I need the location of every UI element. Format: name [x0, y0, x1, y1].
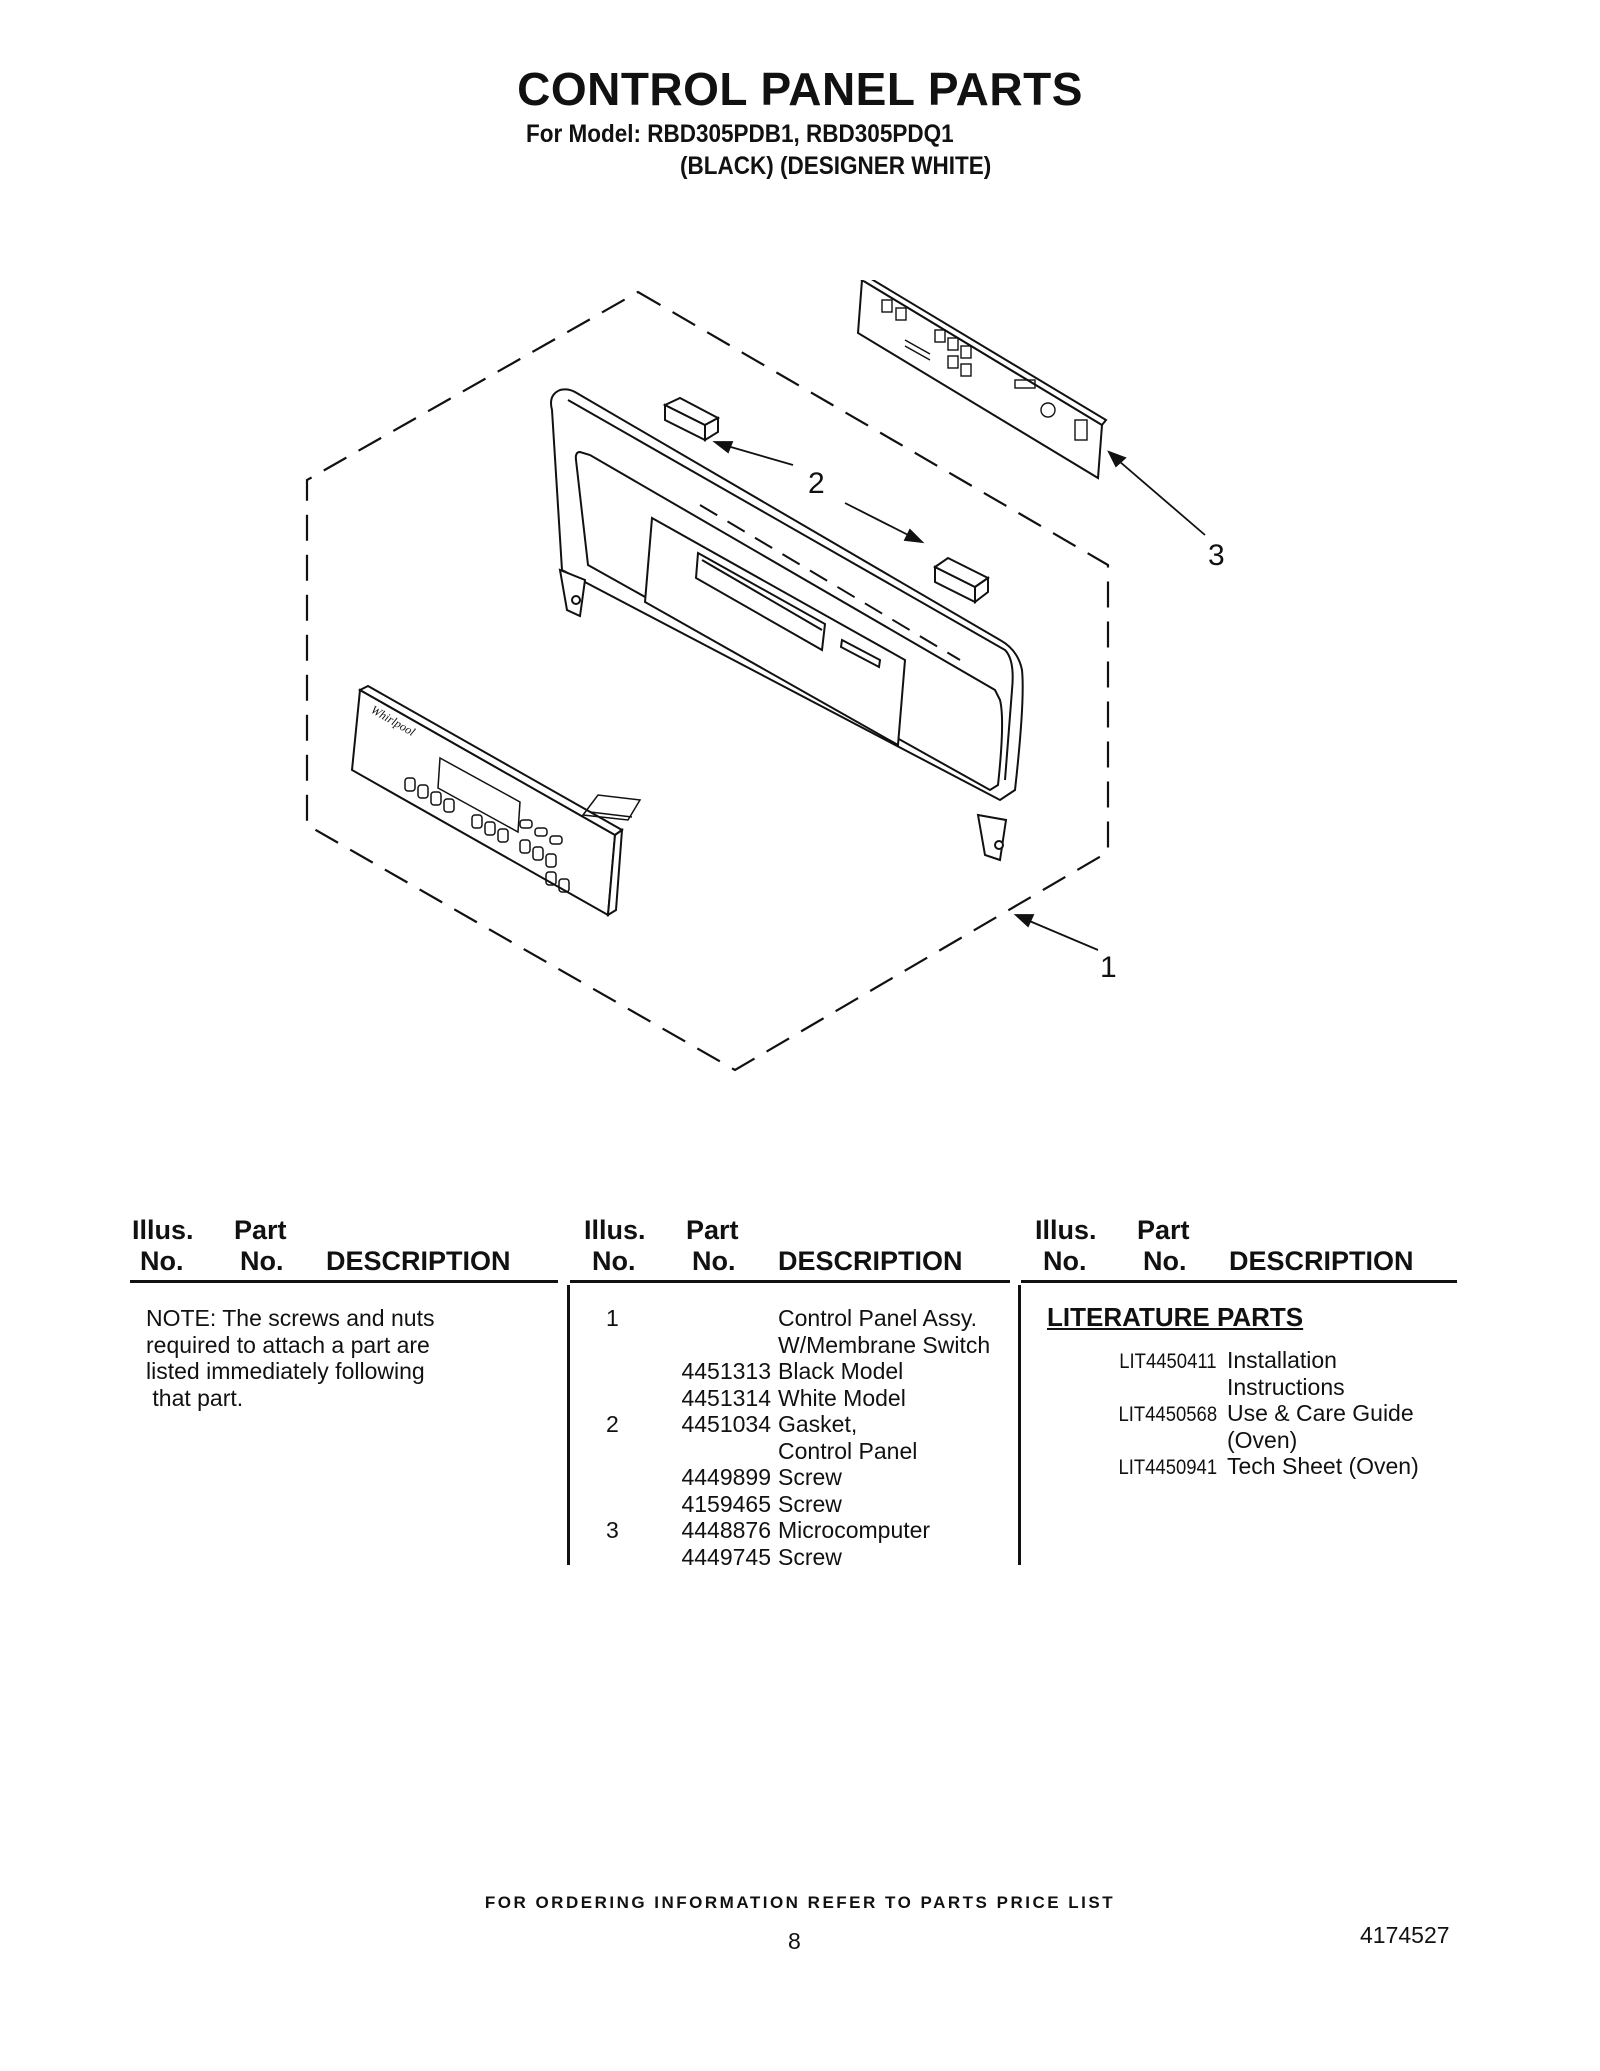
- header-illus: Illus.: [1035, 1215, 1097, 1245]
- header-illus: Illus.: [132, 1215, 194, 1245]
- table-column-3: Illus. No. Part No. DESCRIPTION LITERATU…: [1021, 1215, 1463, 1575]
- row-description: Control Panel Assy.: [778, 1305, 978, 1331]
- assembly-boundary: [305, 290, 1110, 1072]
- row-part-no: 4449899: [681, 1464, 771, 1490]
- note-line: listed immediately following: [146, 1358, 425, 1384]
- callout-3: 3: [1208, 539, 1225, 572]
- literature-part-no: LIT4450568: [1118, 1403, 1217, 1426]
- literature-part-no: LIT4450941: [1118, 1456, 1217, 1479]
- callout-1: 1: [1100, 951, 1117, 984]
- header-part: Part: [234, 1215, 287, 1245]
- header-part-no: No.: [692, 1246, 736, 1276]
- literature-description: Use & Care Guide: [1227, 1400, 1414, 1426]
- header-rule: [130, 1280, 558, 1283]
- row-part-no: 4451034: [681, 1411, 771, 1437]
- row-description: Screw: [778, 1464, 842, 1490]
- ordering-note: FOR ORDERING INFORMATION REFER TO PARTS …: [484, 1893, 1116, 1912]
- page-title: CONTROL PANEL PARTS: [517, 63, 1083, 115]
- header-description: DESCRIPTION: [326, 1246, 511, 1276]
- row-description: Screw: [778, 1490, 842, 1517]
- gasket-lower: [933, 556, 990, 605]
- row-illus-no: 2: [606, 1411, 619, 1437]
- row-part-no: 4451313: [681, 1358, 771, 1384]
- literature-part-no: LIT4450411: [1119, 1350, 1217, 1373]
- literature-description: Installation: [1227, 1347, 1337, 1373]
- row-description: Microcomputer: [778, 1517, 931, 1543]
- exploded-parts-diagram: Whirlpool 2 3 1: [305, 280, 1225, 1072]
- header-illus-no: No.: [140, 1246, 184, 1276]
- model-line: For Model: RBD305PDB1, RBD305PDQ1: [526, 120, 954, 148]
- literature-description: Tech Sheet (Oven): [1227, 1453, 1419, 1479]
- row-part-no: 4448876: [681, 1517, 771, 1543]
- header-rule: [1021, 1280, 1457, 1283]
- header-rule: [570, 1280, 1010, 1283]
- row-illus-no: 1: [606, 1305, 619, 1331]
- literature-description: (Oven): [1227, 1426, 1298, 1453]
- header-part: Part: [686, 1215, 739, 1245]
- table-column-1: Illus. No. Part No. DESCRIPTION NOTE: Th…: [130, 1215, 560, 1575]
- row-description: W/Membrane Switch: [778, 1331, 991, 1358]
- note-line: that part.: [146, 1384, 244, 1411]
- literature-parts-title: LITERATURE PARTS: [1047, 1302, 1304, 1332]
- literature-description: Instructions: [1227, 1373, 1345, 1400]
- control-overlay-panel: Whirlpool: [350, 684, 642, 917]
- row-illus-no: 3: [606, 1517, 619, 1543]
- row-part-no: 4449745: [681, 1543, 771, 1570]
- header-part: Part: [1137, 1215, 1190, 1245]
- header-description: DESCRIPTION: [778, 1246, 963, 1276]
- row-description: Control Panel: [778, 1437, 918, 1464]
- color-line: (BLACK) (DESIGNER WHITE): [680, 152, 992, 180]
- header-part-no: No.: [240, 1246, 284, 1276]
- gasket-upper: [662, 396, 721, 442]
- control-panel-frame: [550, 388, 1024, 862]
- callout-arrows: [712, 441, 1206, 951]
- header-illus: Illus.: [584, 1215, 646, 1245]
- column-divider: [567, 1285, 570, 1565]
- row-description: Gasket,: [778, 1411, 858, 1437]
- row-part-no: 4451314: [681, 1384, 771, 1411]
- microcomputer-board: [856, 280, 1108, 480]
- row-description: Black Model: [778, 1358, 904, 1384]
- document-number: 4174527: [1360, 1922, 1450, 1948]
- row-description: White Model: [778, 1384, 906, 1411]
- row-description: Screw: [778, 1543, 842, 1570]
- page-number: 8: [788, 1928, 801, 1954]
- callout-2: 2: [808, 467, 825, 500]
- row-part-no: 4159465: [681, 1490, 771, 1517]
- header-illus-no: No.: [1043, 1246, 1087, 1276]
- header-part-no: No.: [1143, 1246, 1187, 1276]
- header-illus-no: No.: [592, 1246, 636, 1276]
- header-description: DESCRIPTION: [1229, 1246, 1414, 1276]
- note-line: NOTE: The screws and nuts: [146, 1305, 435, 1331]
- column-divider: [1018, 1285, 1021, 1565]
- note-line: required to attach a part are: [146, 1331, 430, 1358]
